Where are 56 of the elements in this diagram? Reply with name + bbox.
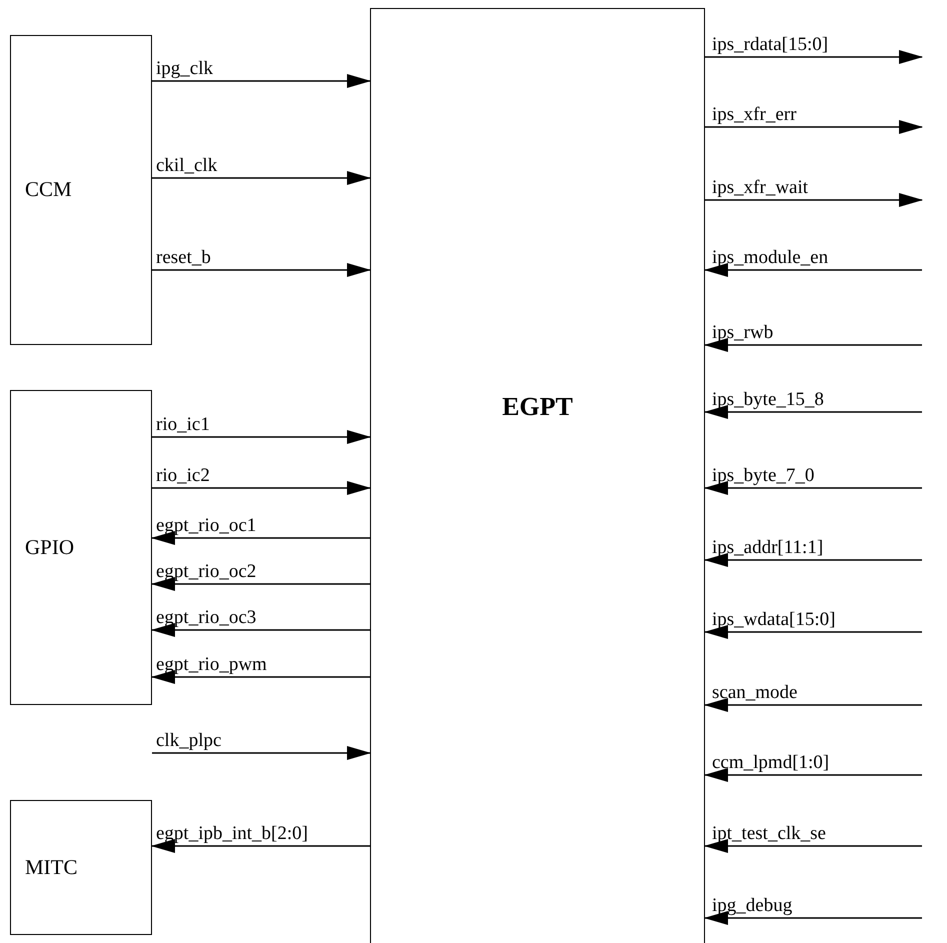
signal-arrow bbox=[704, 839, 922, 853]
signal-arrow bbox=[152, 430, 371, 444]
signal-arrow bbox=[152, 481, 371, 495]
signal-arrow bbox=[152, 74, 371, 88]
signal-arrow bbox=[152, 171, 371, 185]
signal-label: ips_xfr_wait bbox=[712, 178, 808, 198]
signal-label: ipg_debug bbox=[712, 896, 792, 916]
signal-arrow bbox=[151, 577, 370, 591]
module-block bbox=[370, 8, 705, 943]
block-label: CCM bbox=[25, 176, 72, 204]
signal-arrow bbox=[704, 481, 922, 495]
signal-label: ips_module_en bbox=[712, 248, 828, 268]
signal-arrow bbox=[705, 120, 923, 134]
signal-arrow bbox=[704, 698, 922, 712]
signal-arrow bbox=[152, 263, 371, 277]
signal-label: reset_b bbox=[156, 248, 211, 268]
signal-label: ips_byte_7_0 bbox=[712, 466, 814, 486]
signal-label: scan_mode bbox=[712, 683, 798, 703]
signal-label: egpt_rio_oc3 bbox=[156, 608, 256, 628]
block-label: GPIO bbox=[25, 534, 74, 561]
block-label: MITC bbox=[25, 854, 78, 881]
signal-label: ips_byte_15_8 bbox=[712, 390, 824, 410]
block-box bbox=[10, 800, 152, 935]
signal-arrow bbox=[704, 263, 922, 277]
signal-label: clk_plpc bbox=[156, 731, 222, 751]
signal-label: ips_rwb bbox=[712, 323, 774, 343]
signal-label: egpt_rio_pwm bbox=[156, 655, 267, 675]
signal-arrow bbox=[704, 625, 922, 639]
signal-label: ipt_test_clk_se bbox=[712, 824, 826, 844]
signal-label: ipg_clk bbox=[156, 59, 213, 79]
signal-label: ips_wdata[15:0] bbox=[712, 610, 836, 630]
signal-label: ccm_lpmd[1:0] bbox=[712, 753, 830, 773]
signal-arrow bbox=[151, 839, 370, 853]
signal-arrow bbox=[705, 193, 923, 207]
signal-label: ips_addr[11:1] bbox=[712, 538, 824, 558]
signal-label: ips_rdata[15:0] bbox=[712, 35, 828, 55]
signal-label: rio_ic2 bbox=[156, 466, 210, 486]
signal-arrow bbox=[704, 338, 922, 352]
signal-arrow bbox=[151, 531, 370, 545]
block-box bbox=[10, 35, 152, 345]
signal-arrow bbox=[704, 405, 922, 419]
block-label: EGPT bbox=[502, 391, 573, 423]
block-box bbox=[10, 390, 152, 705]
signal-label: rio_ic1 bbox=[156, 415, 210, 435]
signal-label: ckil_clk bbox=[156, 156, 218, 176]
signal-label: ips_xfr_err bbox=[712, 105, 796, 125]
signal-label: egpt_rio_oc1 bbox=[156, 516, 256, 536]
signal-arrow bbox=[151, 623, 370, 637]
signal-arrow bbox=[704, 911, 922, 925]
signal-arrow bbox=[152, 746, 371, 760]
signal-label: egpt_ipb_int_b[2:0] bbox=[156, 824, 308, 844]
signal-label: egpt_rio_oc2 bbox=[156, 562, 256, 582]
signal-arrow bbox=[704, 768, 922, 782]
signal-arrow bbox=[151, 670, 370, 684]
signal-arrow bbox=[705, 50, 923, 64]
signal-arrow bbox=[704, 553, 922, 567]
